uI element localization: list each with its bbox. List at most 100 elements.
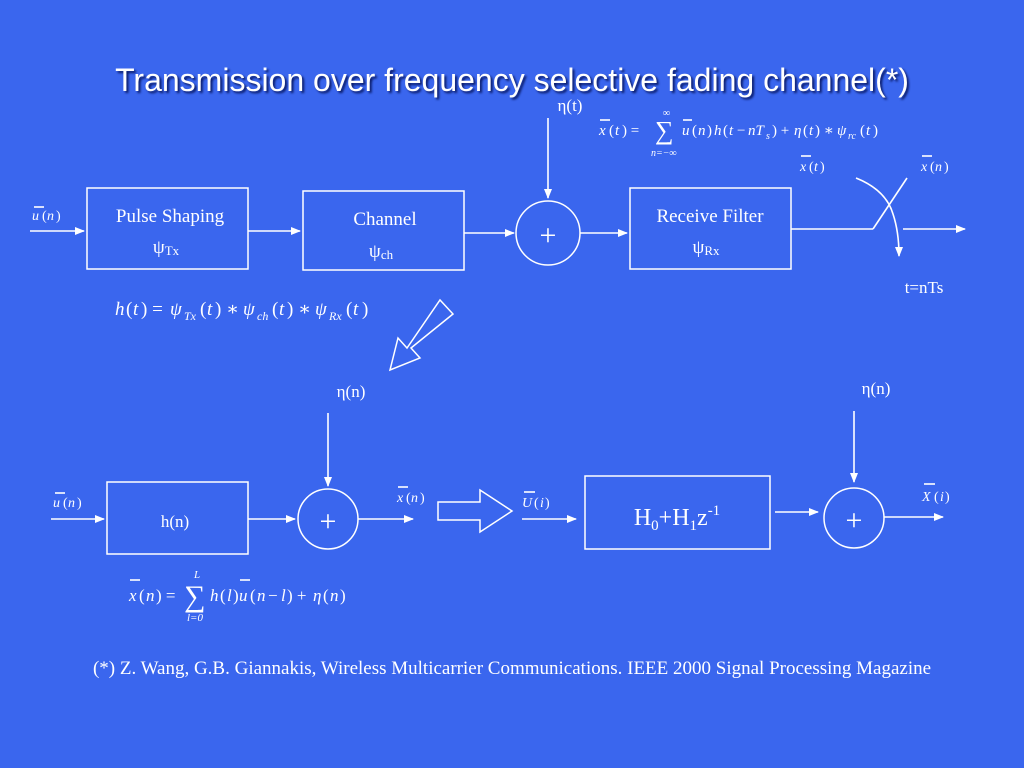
svg-text:u: u	[239, 586, 248, 605]
svg-text:) ∗: ) ∗	[287, 299, 311, 320]
svg-text:n: n	[698, 123, 706, 139]
svg-text:t: t	[814, 160, 819, 175]
svg-text:h: h	[115, 299, 125, 320]
svg-text:−: −	[737, 123, 745, 139]
svg-text:u: u	[682, 123, 690, 139]
svg-text:x: x	[128, 586, 137, 605]
svg-text:(: (	[803, 123, 808, 139]
top-adder-symbol: +	[540, 219, 557, 252]
transform-arrow-down	[388, 298, 455, 372]
svg-text:(: (	[346, 299, 352, 320]
svg-text:): )	[77, 496, 82, 511]
svg-text:(: (	[692, 123, 697, 139]
sampler-label: t=nTs	[905, 278, 944, 297]
svg-text:u: u	[53, 496, 60, 511]
bottom-right-output-label: X ( i )	[921, 483, 950, 505]
svg-text:): )	[873, 123, 878, 139]
channel-block	[302, 190, 465, 271]
citation-footnote: (*) Z. Wang, G.B. Giannakis, Wireless Mu…	[92, 658, 932, 679]
svg-text:n: n	[68, 496, 75, 511]
svg-text:t: t	[207, 299, 213, 320]
svg-text:Rx: Rx	[328, 309, 342, 323]
svg-text:(: (	[250, 586, 256, 605]
svg-text:) ∗: ) ∗	[215, 299, 239, 320]
svg-text:t: t	[279, 299, 285, 320]
top-input-label: u ( n )	[32, 206, 61, 224]
svg-text:l: l	[281, 586, 286, 605]
svg-text:∞: ∞	[663, 108, 670, 119]
svg-text:(: (	[323, 586, 329, 605]
pulse-shaping-label: Pulse Shaping	[116, 206, 225, 227]
svg-text:nT: nT	[748, 123, 766, 139]
bottom-left-output-label: x ( n )	[396, 486, 425, 506]
bottom-right-adder-symbol: +	[846, 504, 863, 537]
svg-text:rc: rc	[848, 131, 857, 142]
svg-text:ch: ch	[257, 309, 268, 323]
svg-text:ψ: ψ	[243, 299, 256, 320]
svg-text:(: (	[809, 160, 814, 175]
svg-text:(: (	[126, 299, 132, 320]
svg-text:l=0: l=0	[187, 612, 203, 624]
svg-text:U: U	[522, 496, 533, 511]
svg-text:x: x	[920, 160, 928, 175]
svg-text:s: s	[766, 131, 770, 142]
svg-text:x: x	[396, 491, 404, 506]
svg-text:) +: ) +	[772, 123, 789, 139]
svg-text:(: (	[63, 496, 68, 511]
svg-text:): )	[707, 123, 712, 139]
svg-text:t: t	[809, 123, 814, 139]
impulse-response-equation: h ( t ) = ψ Tx ( t ) ∗ ψ ch ( t ) ∗ ψ Rx…	[115, 299, 368, 323]
svg-text:n: n	[257, 586, 266, 605]
svg-text:t: t	[866, 123, 871, 139]
bottom-left-noise-label: η(n)	[337, 382, 366, 401]
svg-text:∑: ∑	[184, 580, 205, 613]
sampler-switch-blade	[872, 177, 908, 230]
svg-text:X: X	[921, 490, 931, 505]
svg-text:): )	[944, 160, 949, 175]
svg-text:h: h	[210, 586, 219, 605]
svg-text:(: (	[534, 496, 539, 511]
svg-text:i: i	[540, 496, 544, 511]
svg-text:η: η	[794, 123, 801, 139]
bottom-right-noise-label: η(n)	[862, 379, 891, 398]
svg-text:(: (	[860, 123, 865, 139]
svg-text:): )	[340, 586, 346, 605]
svg-text:(: (	[200, 299, 206, 320]
svg-text:L: L	[193, 569, 200, 581]
slide-title: Transmission over frequency selective fa…	[115, 62, 909, 98]
svg-text:t: t	[353, 299, 359, 320]
svg-text:(: (	[406, 491, 411, 506]
received-signal-equation: x ( t ) = ∑ ∞ n=−∞ u ( n ) h ( t − nT s …	[598, 108, 878, 159]
transform-arrow-right	[437, 488, 514, 534]
svg-text:(: (	[934, 490, 939, 505]
svg-text:t: t	[133, 299, 139, 320]
discrete-model-equation: x ( n ) = ∑ L l=0 h ( l ) u ( n − l ) + …	[128, 569, 346, 624]
svg-text:) =: ) =	[622, 123, 639, 139]
pulse-shaping-sub: ψTx	[153, 237, 180, 258]
svg-text:(: (	[930, 160, 935, 175]
svg-text:) ∗: ) ∗	[815, 123, 834, 139]
sampler-switch-arrow	[855, 177, 903, 257]
svg-text:n: n	[935, 160, 942, 175]
svg-text:t: t	[615, 123, 620, 139]
svg-text:(: (	[723, 123, 728, 139]
svg-text:u: u	[32, 209, 39, 224]
top-noise-label: η(t)	[558, 96, 583, 115]
svg-text:l: l	[227, 586, 232, 605]
svg-text:(: (	[42, 209, 47, 224]
svg-text:): )	[420, 491, 425, 506]
pulse-shaping-block	[86, 187, 249, 270]
H-filter-block	[584, 475, 771, 550]
svg-text:x: x	[598, 123, 606, 139]
svg-text:(: (	[220, 586, 226, 605]
svg-text:n: n	[330, 586, 339, 605]
channel-label: Channel	[353, 209, 416, 230]
sampler-input-label: x ( t )	[799, 155, 825, 175]
svg-text:Tx: Tx	[184, 309, 197, 323]
svg-text:): )	[56, 209, 61, 224]
svg-text:n=−∞: n=−∞	[651, 148, 677, 159]
svg-text:): )	[945, 490, 950, 505]
svg-text:n: n	[146, 586, 155, 605]
hn-label: h(n)	[161, 512, 189, 531]
